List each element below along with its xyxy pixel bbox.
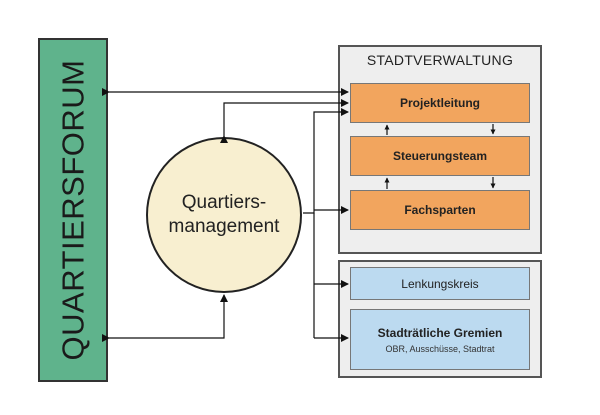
steuerungsteam-box: Steuerungsteam xyxy=(350,136,530,176)
quartiersforum-bar xyxy=(38,38,108,382)
arrow-trunk xyxy=(303,108,349,214)
lenkungskreis-box: Lenkungskreis xyxy=(350,267,530,300)
stadtraetliche-gremien-subtitle: OBR, Ausschüsse, Stadtrat xyxy=(385,343,495,354)
stadtraetliche-gremien-title: Stadträtliche Gremien xyxy=(377,325,503,340)
fachsparten-box: Fachsparten xyxy=(350,190,530,230)
stadtraetliche-gremien-box: Stadträtliche Gremien OBR, Ausschüsse, S… xyxy=(350,309,530,370)
quartiersmanagement-circle: Quartiers- management xyxy=(146,137,302,293)
management-line1: Quartiers- xyxy=(181,192,267,214)
arrow-management-projektleitung xyxy=(220,99,349,143)
projektleitung-box: Projektleitung xyxy=(350,83,530,123)
arrow-forum-management xyxy=(102,294,228,342)
stadtverwaltung-title: STADTVERWALTUNG xyxy=(366,52,514,68)
management-line2: management xyxy=(168,216,280,237)
